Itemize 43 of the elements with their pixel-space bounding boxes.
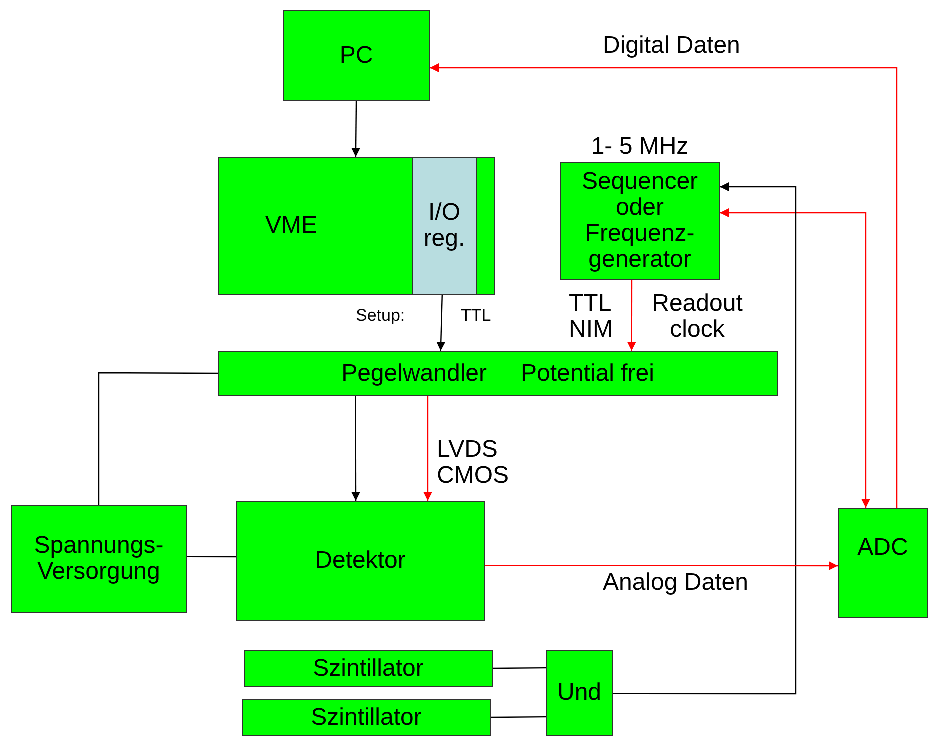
node-label: Pegelwandler xyxy=(342,360,488,386)
node-label: ADC xyxy=(858,535,908,561)
connector-line xyxy=(720,208,870,508)
process-box xyxy=(236,501,485,621)
frequency-label: 1- 5 MHz xyxy=(590,133,690,161)
connector-line xyxy=(98,372,218,505)
process-box xyxy=(244,650,493,687)
process-box xyxy=(218,157,495,295)
process-box xyxy=(218,351,778,396)
connector-line xyxy=(493,667,546,670)
connector-line xyxy=(491,716,546,718)
connector-line xyxy=(187,556,236,558)
signal-label: TTL NIM xyxy=(569,291,614,344)
process-box xyxy=(283,10,430,101)
node-label: Und xyxy=(557,680,602,706)
connector-line xyxy=(352,396,360,501)
connector-line xyxy=(485,561,838,570)
edge-label: Readout clock xyxy=(651,291,744,344)
node-label: Szintillator xyxy=(311,704,422,730)
signal-label: TTL xyxy=(461,307,492,326)
connector-line xyxy=(423,396,432,501)
node-label: VME xyxy=(265,213,318,239)
signal-label: Setup: xyxy=(356,307,406,326)
process-box xyxy=(546,650,613,736)
node-label: I/O reg. xyxy=(422,200,466,252)
process-box xyxy=(838,508,928,618)
process-box xyxy=(242,699,491,736)
node-label: Detektor xyxy=(315,548,406,574)
signal-label: LVDS CMOS xyxy=(437,437,507,490)
process-box xyxy=(11,505,187,613)
edge-label: Analog Daten xyxy=(603,570,748,596)
register-box xyxy=(412,156,477,294)
connector-line xyxy=(430,63,898,508)
connector-line xyxy=(352,101,361,157)
connector-line xyxy=(436,294,446,352)
connector-line xyxy=(627,280,636,351)
node-label: Potential frei xyxy=(521,360,654,386)
connector-line xyxy=(613,182,797,695)
node-label: PC xyxy=(340,42,374,68)
node-label: Spannungs- Versorgung xyxy=(33,533,165,585)
node-label: Szintillator xyxy=(313,656,424,682)
edge-label: Digital Daten xyxy=(603,33,740,60)
node-label: Sequencer oder Frequenz- generator xyxy=(580,169,700,273)
